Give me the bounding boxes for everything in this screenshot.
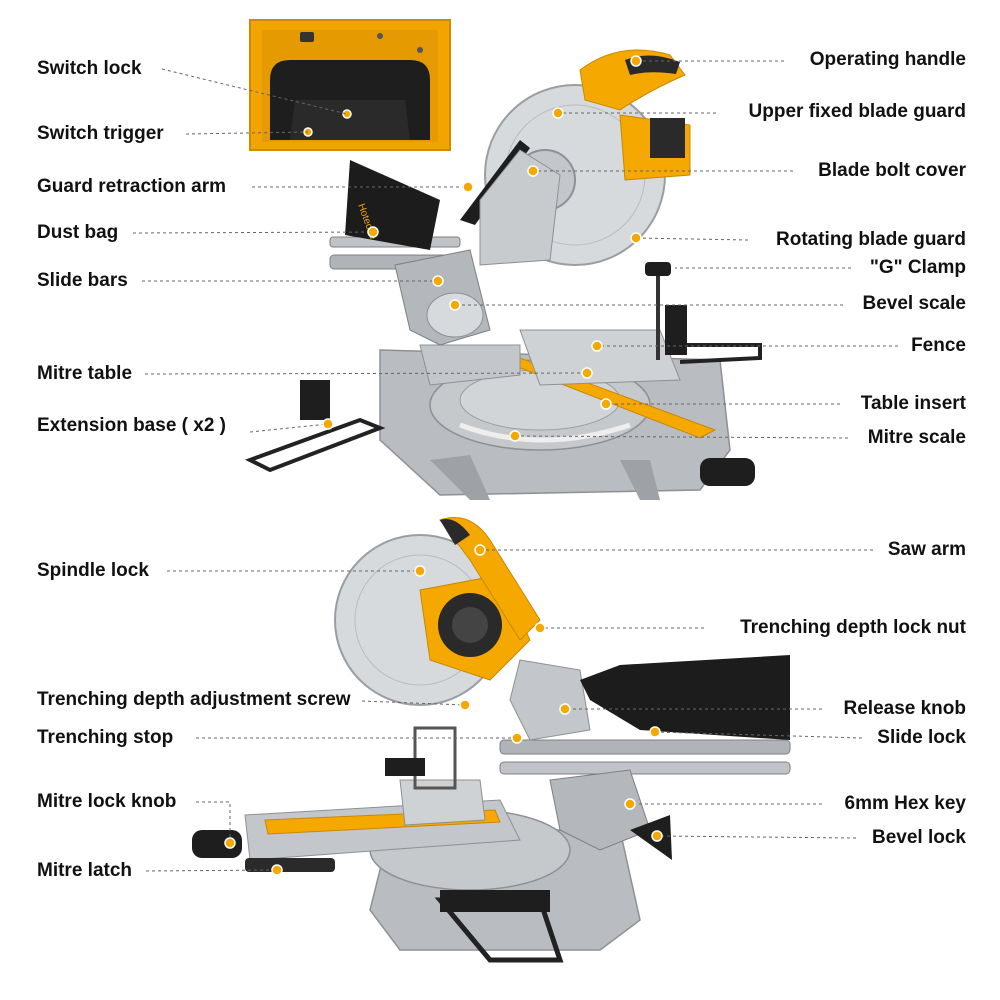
label-mitre-scale: Mitre scale xyxy=(867,427,966,448)
label-mitre-table: Mitre table xyxy=(37,363,133,384)
label-slide-bars: Slide bars xyxy=(37,270,128,291)
label-rotating-blade-guard: Rotating blade guard xyxy=(776,229,966,250)
label-slide-lock: Slide lock xyxy=(877,727,966,748)
label-extension-base: Extension base ( x2 ) xyxy=(37,415,227,436)
top-saw-illustration: Hoteche xyxy=(244,49,762,500)
leader-lines xyxy=(132,60,898,872)
label-hex-key: 6mm Hex key xyxy=(844,793,966,814)
label-mitre-lock-knob: Mitre lock knob xyxy=(37,791,177,812)
label-mitre-latch: Mitre latch xyxy=(37,860,133,881)
callout-dots xyxy=(224,55,663,876)
label-fence: Fence xyxy=(911,335,966,356)
label-table-insert: Table insert xyxy=(860,393,966,414)
label-upper-fixed-blade-guard: Upper fixed blade guard xyxy=(748,101,966,122)
label-dust-bag: Dust bag xyxy=(37,222,119,243)
bottom-saw-illustration xyxy=(192,517,791,963)
label-saw-arm: Saw arm xyxy=(887,539,966,560)
label-trenching-depth-lock-nut: Trenching depth lock nut xyxy=(740,617,966,638)
label-switch-lock: Switch lock xyxy=(37,58,142,79)
label-spindle-lock: Spindle lock xyxy=(37,560,149,581)
label-operating-handle: Operating handle xyxy=(809,49,966,70)
label-release-knob: Release knob xyxy=(843,698,967,719)
label-guard-retraction-arm: Guard retraction arm xyxy=(37,176,226,197)
label-trenching-stop: Trenching stop xyxy=(37,727,174,748)
label-bevel-lock: Bevel lock xyxy=(872,827,966,848)
label-g-clamp: "G" Clamp xyxy=(869,257,966,278)
switch-inset xyxy=(249,19,451,151)
label-blade-bolt-cover: Blade bolt cover xyxy=(818,160,966,181)
label-bevel-scale: Bevel scale xyxy=(862,293,966,314)
label-trenching-depth-adjustment-screw: Trenching depth adjustment screw xyxy=(37,689,351,710)
label-switch-trigger: Switch trigger xyxy=(37,123,164,144)
